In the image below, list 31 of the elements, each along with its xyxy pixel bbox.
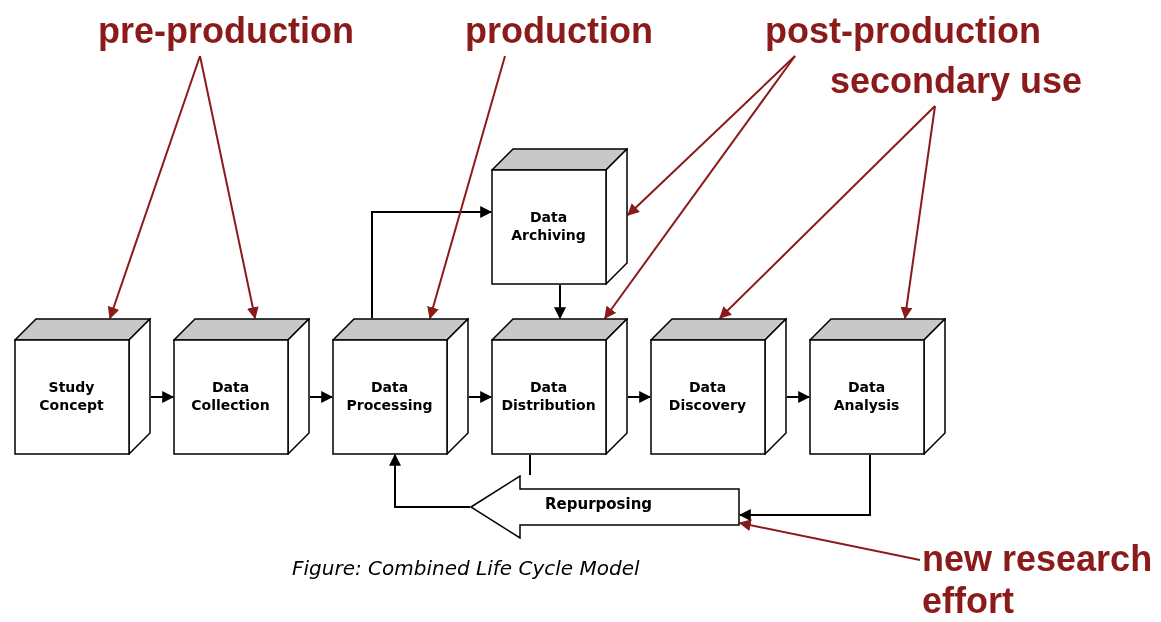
- cube-label: Data Distribution: [500, 378, 597, 414]
- leader-line: [427, 55, 506, 320]
- arrow: [309, 391, 334, 403]
- arrow: [627, 391, 652, 403]
- arrow: [554, 284, 566, 320]
- arrow: [786, 391, 811, 403]
- cube-label: Study Concept: [38, 378, 105, 414]
- arrow: [389, 453, 471, 508]
- callout-label: production: [465, 10, 680, 56]
- arrow-label: Repurposing: [545, 495, 653, 513]
- leader-line: [107, 55, 201, 320]
- leader-line: [719, 105, 936, 319]
- block-arrow: [470, 475, 740, 539]
- arrow: [150, 391, 175, 403]
- arrow: [371, 206, 493, 319]
- cube-label: Data Archiving: [510, 208, 587, 244]
- callout-label: secondary use: [830, 60, 1120, 106]
- callout-label: post-production: [765, 10, 1080, 56]
- figure-caption: Figure: Combined Life Cycle Model: [292, 556, 640, 580]
- cube-label: Data Analysis: [832, 378, 901, 414]
- callout-label: pre-production: [98, 10, 390, 56]
- cube-label: Data Discovery: [667, 378, 748, 414]
- leader-line: [627, 55, 796, 216]
- cube-label: Data Collection: [190, 378, 271, 414]
- leader-line: [900, 105, 936, 320]
- leader-line: [604, 55, 796, 319]
- leader-line: [738, 519, 921, 561]
- arrow: [468, 391, 493, 403]
- callout-label: new research effort: [922, 538, 1160, 622]
- leader-line: [199, 55, 259, 320]
- cube-label: Data Processing: [345, 378, 434, 414]
